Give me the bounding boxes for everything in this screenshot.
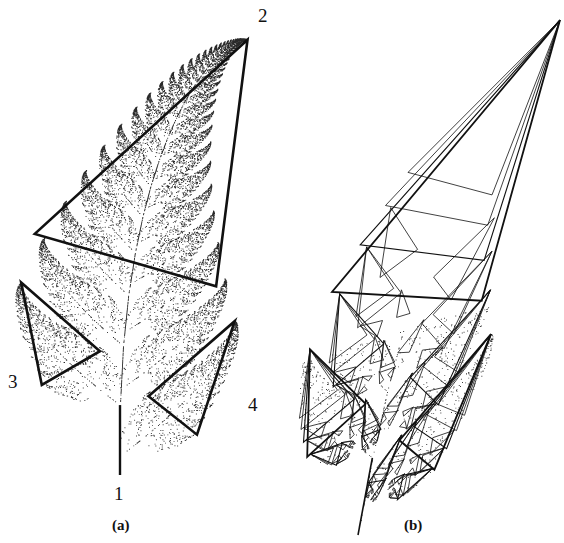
triangle xyxy=(373,443,376,446)
stem-line xyxy=(119,405,121,475)
triangle xyxy=(399,334,491,470)
triangle xyxy=(337,454,348,464)
triangle xyxy=(389,485,394,489)
triangle-collage xyxy=(299,20,560,535)
triangle xyxy=(371,493,376,500)
callout-number: 2 xyxy=(258,6,268,25)
triangle xyxy=(372,424,378,435)
triangle xyxy=(371,489,373,494)
triangle xyxy=(389,490,398,498)
panel-label: (b) xyxy=(404,518,422,533)
triangle xyxy=(375,478,387,497)
triangle xyxy=(417,348,443,369)
triangle xyxy=(380,340,396,372)
triangle xyxy=(332,20,560,301)
callout-number: 3 xyxy=(8,372,18,391)
triangle xyxy=(380,413,386,425)
triangle xyxy=(333,367,356,383)
triangle xyxy=(307,349,365,456)
triangle xyxy=(35,40,248,286)
triangle xyxy=(368,435,401,483)
triangle xyxy=(332,431,342,436)
triangle xyxy=(367,444,369,449)
triangle xyxy=(380,208,418,278)
triangle xyxy=(395,459,405,475)
triangle xyxy=(398,320,424,353)
triangle xyxy=(358,386,368,395)
triangle xyxy=(373,497,377,502)
triangle xyxy=(410,290,490,405)
triangle xyxy=(392,488,395,490)
triangle xyxy=(344,450,348,454)
triangle xyxy=(358,247,402,328)
triangle xyxy=(400,421,407,428)
triangle xyxy=(397,290,410,318)
triangle xyxy=(149,321,235,435)
ifs-triangles xyxy=(21,40,247,475)
triangle xyxy=(304,422,327,438)
triangle xyxy=(410,454,421,464)
callout-number: 1 xyxy=(114,484,124,503)
triangle xyxy=(422,251,492,348)
triangle xyxy=(365,400,378,427)
panel-label: (a) xyxy=(112,518,130,533)
triangle xyxy=(392,474,405,485)
triangle xyxy=(360,321,382,337)
triangle xyxy=(349,446,353,448)
triangle xyxy=(379,371,383,384)
triangle xyxy=(362,435,368,449)
triangle xyxy=(386,20,561,225)
triangle xyxy=(408,20,560,195)
triangle xyxy=(370,438,373,442)
fern-points xyxy=(300,307,493,521)
triangle xyxy=(415,334,492,449)
triangle xyxy=(348,453,350,457)
triangle xyxy=(388,410,398,426)
triangle xyxy=(398,469,433,500)
triangle xyxy=(333,294,384,387)
triangle xyxy=(304,349,355,442)
stem-line xyxy=(358,458,372,535)
triangle xyxy=(433,251,492,334)
triangle xyxy=(350,426,354,438)
triangle xyxy=(383,373,413,413)
triangle xyxy=(407,404,437,429)
fern-points xyxy=(15,38,248,471)
triangle xyxy=(362,376,372,381)
triangle xyxy=(21,283,100,385)
triangle xyxy=(362,400,381,437)
triangle xyxy=(389,480,393,484)
triangle xyxy=(360,20,560,260)
callout-number: 4 xyxy=(248,395,258,414)
triangle xyxy=(434,218,495,300)
triangle xyxy=(403,407,414,416)
